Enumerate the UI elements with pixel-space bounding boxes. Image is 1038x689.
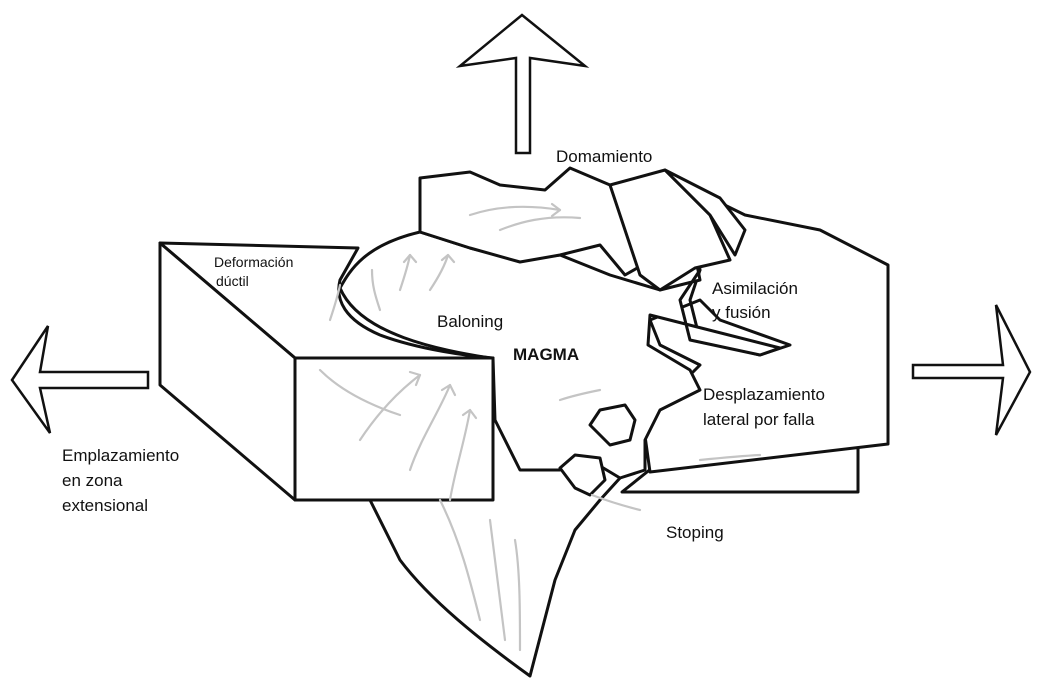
label-deformacion-ductil-line1: Deformación	[214, 254, 293, 270]
label-stoping: Stoping	[666, 523, 724, 542]
label-emplazamiento-line2: en zona	[62, 471, 123, 490]
up-arrow	[460, 15, 585, 153]
right-arrow	[913, 305, 1030, 435]
left-arrow	[12, 326, 148, 433]
label-baloning: Baloning	[437, 312, 503, 331]
label-domamiento: Domamiento	[556, 147, 652, 166]
label-asimilacion-line2: y fusión	[712, 303, 771, 322]
label-deformacion-ductil-line2: dúctil	[216, 273, 249, 289]
label-asimilacion-line1: Asimilación	[712, 279, 798, 298]
label-emplazamiento-line1: Emplazamiento	[62, 446, 179, 465]
label-desplazamiento-line2: lateral por falla	[703, 410, 815, 429]
label-emplazamiento-line3: extensional	[62, 496, 148, 515]
label-magma: MAGMA	[513, 345, 579, 364]
label-desplazamiento-line1: Desplazamiento	[703, 385, 825, 404]
